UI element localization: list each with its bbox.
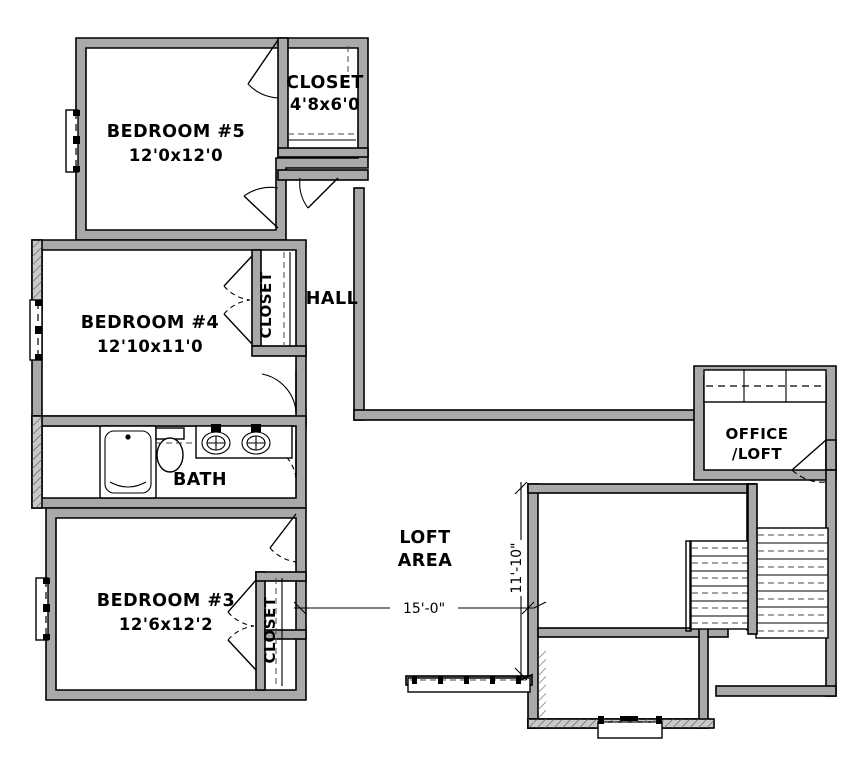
window-group: [29, 109, 827, 739]
dimension-group: 15'-0" 11'-10": [293, 481, 547, 681]
label-group: BEDROOM #5 12'0x12'0 CLOSET 4'8x6'0 BEDR…: [81, 73, 788, 664]
label-bedroom3-name: BEDROOM #3: [97, 591, 235, 611]
stair-run-upper: [755, 527, 829, 639]
door-group: [223, 39, 827, 671]
label-office-line2: /LOFT: [732, 445, 783, 463]
stair-run-lower: [689, 540, 757, 630]
wall-closet5-partition: [277, 37, 289, 155]
wall-stairbay-mid: [537, 627, 729, 638]
sink-right: [241, 424, 271, 455]
window-office-north: [703, 369, 827, 403]
door-bedroom4-closet-a: [223, 255, 253, 301]
label-bedroom3-dim: 12'6x12'2: [119, 615, 213, 634]
wall-closet4-lower: [251, 345, 307, 357]
wall-lower-east: [698, 627, 709, 729]
wall-east-bottom: [715, 685, 837, 697]
door-bedroom3-hall: [269, 513, 297, 563]
sink-left: [201, 424, 231, 455]
closet-shelf-lines: [275, 46, 356, 686]
door-bath-hall: [263, 440, 297, 479]
label-closet5-name: CLOSET: [286, 73, 364, 93]
label-bath-name: BATH: [173, 470, 227, 490]
stair-rail-left: [685, 540, 692, 632]
dim-loft-depth-label: 11'-10": [509, 543, 525, 594]
door-office-loft: [791, 439, 827, 483]
window-bedroom4-west: [29, 299, 43, 361]
wall-stairbay-north: [527, 483, 757, 494]
door-bedroom4-hall: [261, 370, 297, 413]
wall-loft-north: [353, 409, 699, 421]
label-bedroom4-name: BEDROOM #4: [81, 313, 219, 333]
door-bedroom4-closet-b: [223, 299, 253, 345]
staircase: [685, 483, 829, 639]
door-bedroom3-closet-b: [227, 625, 257, 671]
window-lower-south: [597, 716, 663, 739]
wall-linen-bottom: [277, 169, 369, 181]
label-hall-name: HALL: [306, 289, 359, 309]
door-hall-linen: [299, 177, 339, 209]
bath-fixtures: [99, 424, 293, 499]
label-loft-line1: LOFT: [399, 528, 450, 548]
wall-office-angled: [825, 439, 837, 471]
window-loft-rail: [407, 676, 531, 693]
label-closet3-name: CLOSET: [261, 596, 279, 663]
window-bedroom3-west: [35, 577, 50, 641]
wall-linen-top: [277, 147, 369, 158]
wall-closet3-top: [255, 571, 307, 582]
label-closet5-dim: 4'8x6'0: [290, 95, 360, 114]
wall-closet3-bottom: [264, 629, 307, 640]
label-office-line1: OFFICE: [725, 425, 788, 443]
door-bedroom5-hall: [243, 186, 279, 229]
label-closet4-name: CLOSET: [257, 271, 275, 338]
stair-stringer: [747, 483, 758, 635]
label-bedroom5-dim: 12'0x12'0: [129, 146, 223, 165]
bathtub: [99, 425, 157, 499]
toilet: [155, 427, 185, 473]
label-loft-line2: AREA: [398, 551, 453, 571]
label-bedroom5-name: BEDROOM #5: [107, 122, 245, 142]
door-bedroom5-closet: [247, 39, 279, 99]
dim-loft-width-label: 15'-0": [403, 601, 445, 617]
label-bedroom4-dim: 12'10x11'0: [97, 337, 203, 356]
window-bedroom5-west: [65, 109, 80, 173]
